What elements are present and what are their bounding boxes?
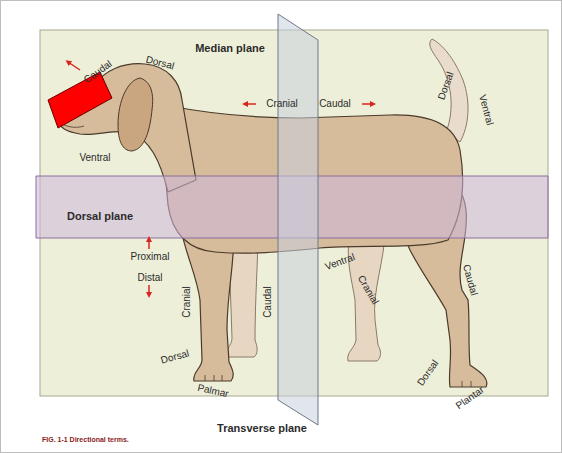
transverse-plane	[278, 14, 318, 425]
direction-arrow	[362, 103, 373, 105]
direction-label: Ventral	[79, 153, 110, 163]
direction-label: Cranial	[182, 286, 192, 318]
direction-arrow	[68, 62, 80, 70]
direction-arrow	[148, 285, 150, 295]
direction-label: Cranial	[266, 99, 298, 109]
dog-ear	[118, 78, 153, 151]
direction-arrow	[245, 103, 256, 105]
direction-label: Distal	[137, 273, 162, 283]
figure-caption: FIG. 1-1 Directional terms.	[42, 436, 129, 443]
direction-label: Caudal	[319, 99, 351, 109]
plane-label: Transverse plane	[217, 423, 307, 434]
direction-arrow	[148, 239, 150, 249]
redaction-block	[48, 72, 112, 128]
plane-label: Median plane	[195, 43, 265, 54]
direction-label: Proximal	[131, 252, 170, 262]
direction-label: Caudal	[263, 286, 273, 318]
plane-label: Dorsal plane	[67, 211, 133, 222]
far-hindleg	[348, 230, 385, 361]
